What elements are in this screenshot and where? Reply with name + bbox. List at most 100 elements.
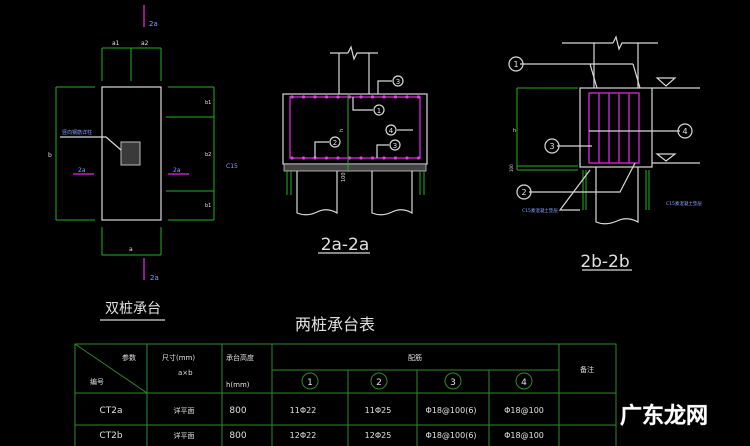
dimension-bottom: a (101, 227, 162, 256)
header-code: 编号 (90, 377, 104, 386)
dimension-right: b1 b2 b1 (166, 86, 215, 221)
cap-outline (579, 87, 653, 168)
rebar-col-4: 4 (515, 372, 533, 390)
rebar-dot (301, 95, 306, 99)
rebar-dot (416, 156, 421, 160)
pile (595, 167, 639, 225)
svg-text:2: 2 (376, 378, 382, 388)
svg-text:800: 800 (229, 406, 246, 416)
svg-text:1: 1 (513, 60, 518, 69)
rebar-cage (588, 92, 640, 164)
section-mark-label: 2a (173, 167, 181, 174)
svg-text:a2: a2 (141, 40, 149, 47)
rebar-dot (301, 156, 306, 160)
pile-note: 竖向钢筋详柱 (62, 129, 92, 136)
svg-text:3: 3 (393, 142, 397, 150)
pile-left (296, 171, 338, 216)
svg-text:CT2a: CT2a (99, 406, 122, 416)
plan-title: 双桩承台 (105, 300, 161, 317)
rebar-dot (416, 95, 421, 99)
callout-3: 3 (389, 139, 401, 151)
rebar-cage (289, 96, 421, 159)
svg-text:1: 1 (307, 378, 313, 388)
svg-text:详平面: 详平面 (174, 431, 195, 440)
svg-text:3: 3 (450, 378, 456, 388)
svg-text:h: h (339, 129, 345, 132)
rebar-dot (324, 95, 329, 99)
rebar-dot (405, 156, 409, 160)
rebar-dot (393, 95, 398, 99)
header-rebar: 配筋 (408, 353, 422, 362)
svg-text:11Φ25: 11Φ25 (365, 406, 392, 415)
rebar-dot (359, 95, 363, 99)
section-2a: 3 1 2 4 3 h 100 2a-2a (282, 45, 428, 255)
rebar-col-3: 3 (444, 372, 462, 390)
rebar-dot (370, 156, 375, 160)
rebar-dot (382, 156, 386, 160)
dimension-top: a1 a2 (101, 40, 162, 81)
callout-3-top: 3 (392, 75, 404, 87)
svg-text:b1: b1 (205, 203, 211, 209)
svg-text:12Φ22: 12Φ22 (290, 431, 317, 440)
rebar-col-2: 2 (370, 372, 388, 390)
header-param: 参数 (122, 353, 136, 362)
callout-3: 3 (544, 138, 560, 154)
rebar-dot (370, 95, 375, 99)
svg-text:Φ18@100(6): Φ18@100(6) (425, 431, 476, 440)
watermark: 广东龙网 (620, 403, 708, 429)
table-row: CT2a 详平面 800 11Φ22 11Φ25 Φ18@100(6) Φ18@… (99, 406, 543, 416)
svg-text:12Φ25: 12Φ25 (365, 431, 392, 440)
rebar-dot (313, 95, 317, 99)
svg-text:C15素混凝土垫层: C15素混凝土垫层 (522, 207, 558, 214)
svg-text:a: a (129, 246, 133, 253)
svg-text:4: 4 (682, 127, 687, 136)
column-section (120, 141, 141, 166)
svg-text:3: 3 (549, 142, 554, 151)
rebar-dot (347, 156, 352, 160)
rebar-dot (359, 156, 363, 160)
svg-text:2: 2 (521, 188, 526, 197)
cap-outline (101, 86, 162, 221)
svg-text:11Φ22: 11Φ22 (290, 406, 317, 415)
svg-text:a1: a1 (112, 40, 120, 47)
callout-4: 4 (677, 123, 693, 139)
pile-right (371, 171, 413, 216)
svg-text:b1: b1 (205, 100, 211, 106)
rebar-dot (290, 156, 294, 160)
rebar-dot (336, 95, 340, 99)
section-2b-title: 2b-2b (580, 252, 629, 272)
leader-line (60, 136, 122, 151)
cushion-layer (283, 163, 427, 172)
rebar-dot (336, 156, 340, 160)
svg-text:h: h (513, 128, 516, 134)
callout-4: 4 (385, 124, 397, 136)
c15-note: C15 (226, 163, 238, 170)
header-height: 承台高度 (226, 353, 254, 362)
svg-text:2: 2 (333, 139, 337, 147)
svg-text:h(mm): h(mm) (226, 381, 250, 389)
svg-text:100: 100 (509, 164, 514, 172)
svg-text:100: 100 (341, 172, 347, 182)
pile-cap-table: 两桩承台表 参数 编号 尺寸(mm) a×b 承台高度 h(mm) 配筋 备注 … (74, 315, 617, 446)
table-title: 两桩承台表 (295, 315, 375, 334)
dimension-left: b (48, 86, 95, 221)
rebar-dot (290, 95, 294, 99)
svg-text:4: 4 (521, 378, 527, 388)
section-2a-title: 2a-2a (321, 235, 370, 255)
svg-text:4: 4 (389, 127, 394, 135)
section-2b: h 100 C15素混凝土垫层 C15素混凝土垫层 1 3 2 4 2b-2b (508, 35, 702, 272)
section-mark-label: 2a (150, 274, 159, 282)
svg-text:1: 1 (377, 107, 381, 115)
pile-cap-plan: 竖向钢筋详柱 2a 2a 2a 2a a1 a2 b (48, 5, 238, 321)
callout-1: 1 (508, 56, 524, 72)
svg-text:Φ18@100: Φ18@100 (504, 431, 544, 440)
svg-text:a×b: a×b (178, 369, 193, 377)
svg-text:b2: b2 (205, 152, 211, 158)
section-mark-label: 2a (149, 20, 158, 28)
cap-outline (282, 93, 428, 165)
rebar-dot (382, 95, 386, 99)
svg-text:3: 3 (396, 78, 400, 86)
svg-text:C15素混凝土垫层: C15素混凝土垫层 (666, 200, 702, 207)
section-mark-label: 2a (78, 167, 86, 174)
